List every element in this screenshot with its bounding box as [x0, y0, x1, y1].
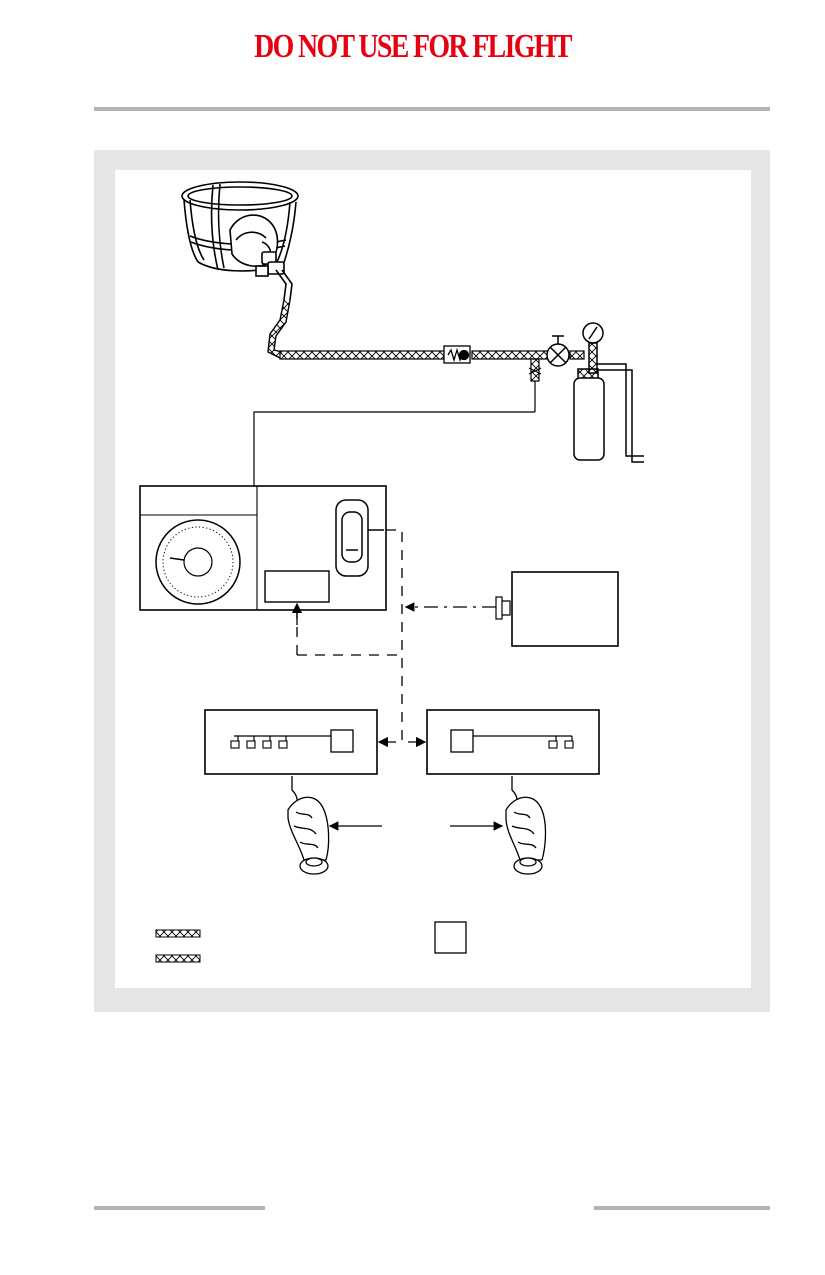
left-control-panel	[204, 709, 378, 775]
dashed-connections	[296, 529, 403, 742]
right-control-panel	[426, 709, 600, 775]
dial-gauge-icon	[155, 519, 241, 605]
readout-window	[264, 570, 330, 603]
top-rule	[94, 107, 770, 111]
pressure-gauge-icon	[582, 322, 604, 374]
regulator-knob-icon	[335, 499, 384, 577]
test-port-fitting-icon	[528, 358, 542, 412]
oxygen-supply-line	[279, 350, 585, 360]
bottom-rule-right	[594, 1206, 770, 1210]
check-valve-icon	[443, 345, 471, 364]
oxygen-cylinder-icon	[573, 363, 644, 463]
legend-component-symbol	[434, 921, 467, 954]
right-hand-sensor-icon	[505, 776, 547, 875]
helmet-mask-icon	[181, 181, 299, 301]
remote-unit-box	[511, 571, 619, 647]
oxygen-hose	[267, 299, 291, 359]
left-hand-sensor-icon	[287, 776, 330, 875]
warning-banner: DO NOT USE FOR FLIGHT	[254, 28, 572, 65]
shutoff-valve-icon	[546, 335, 570, 367]
legend-low-pressure-symbol	[155, 954, 201, 963]
bottom-rule-left	[94, 1206, 265, 1210]
legend-high-pressure-symbol	[155, 929, 201, 938]
sensor-connector-icon	[495, 596, 511, 620]
